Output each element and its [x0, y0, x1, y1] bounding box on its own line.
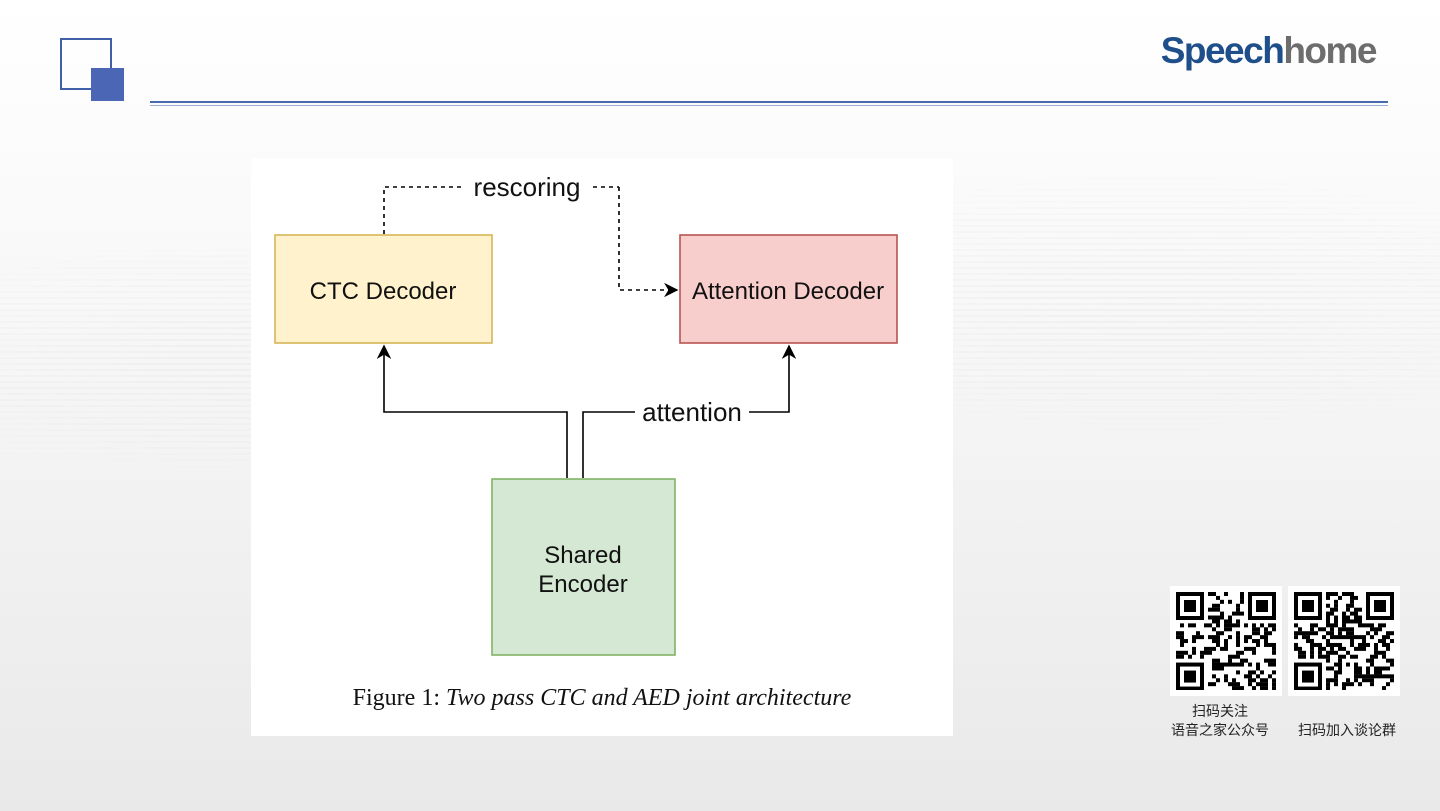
ctc-decoder-node: CTC Decoder: [274, 234, 493, 344]
figure-caption: Figure 1: Two pass CTC and AED joint arc…: [251, 685, 953, 712]
caption-text: Two pass CTC and AED joint architecture: [445, 685, 852, 711]
shared-encoder-label-line2: Encoder: [538, 571, 627, 598]
shared-encoder-label-line1: Shared: [544, 542, 621, 569]
ctc-decoder-label: CTC Decoder: [310, 278, 457, 305]
qr-label-left: 扫码关注 语音之家公众号: [1165, 703, 1275, 741]
qr-label-right: 扫码加入谈论群: [1298, 723, 1396, 739]
qr-label-left-line1: 扫码关注: [1192, 704, 1248, 720]
qr-code-official-account-icon: [1170, 586, 1282, 696]
corner-logo-icon: [60, 38, 126, 104]
qr-code-discussion-group-icon: [1288, 586, 1400, 696]
header-divider: [150, 101, 1388, 106]
caption-prefix: Figure 1:: [352, 685, 446, 711]
attention-edge-label: attention: [642, 397, 742, 427]
brand-part-1: Speech: [1160, 30, 1285, 71]
figure-panel: rescoring CTC Decoder Attention Decoder …: [251, 158, 953, 736]
brand-part-2: home: [1283, 30, 1377, 71]
qr-block-official-account: [1170, 586, 1282, 696]
rescoring-label: rescoring: [474, 172, 581, 202]
brand-logo: Speechhome: [1160, 30, 1378, 72]
architecture-diagram: rescoring CTC Decoder Attention Decoder …: [274, 172, 898, 656]
attention-decoder-label: Attention Decoder: [692, 278, 884, 305]
encoder-to-ctc-edge: [376, 344, 568, 478]
qr-block-discussion-group: [1288, 586, 1400, 696]
attention-decoder-node: Attention Decoder: [679, 234, 898, 344]
qr-label-left-line2: 语音之家公众号: [1171, 723, 1269, 739]
shared-encoder-node: Shared Encoder: [491, 478, 676, 656]
